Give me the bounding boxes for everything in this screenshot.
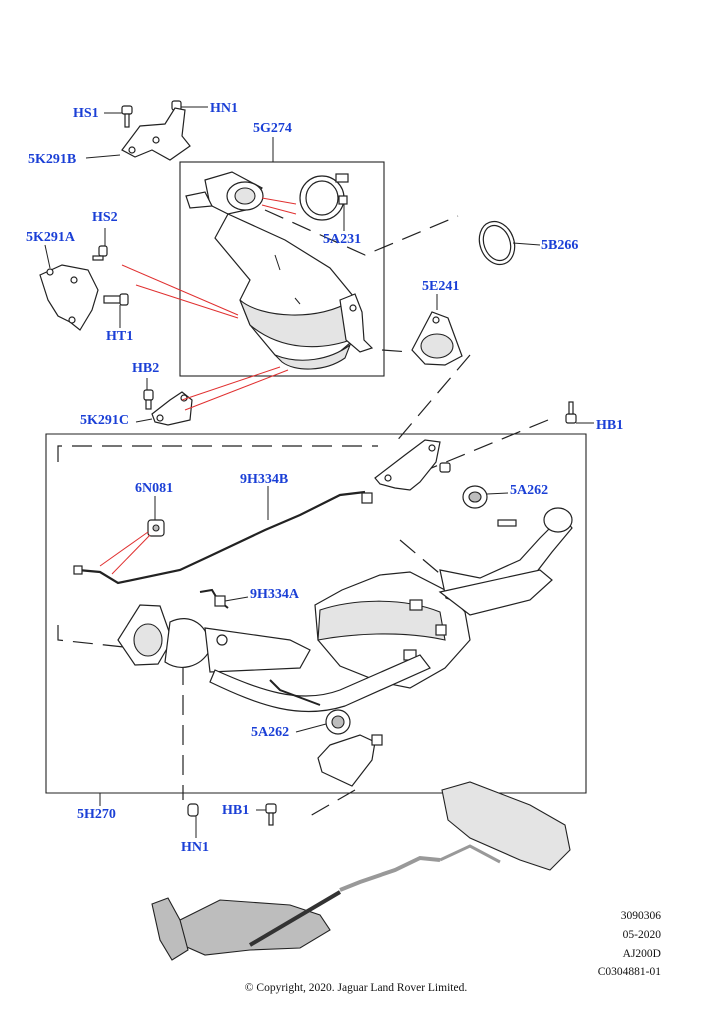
tail-pipe: [209, 507, 573, 713]
clip-6n081: [147, 496, 165, 537]
gasket-5e241: [411, 294, 463, 366]
box-5g274: [179, 161, 385, 377]
callout-9h334b[interactable]: 9H334B: [240, 472, 289, 487]
callout-hb2[interactable]: HB2: [132, 361, 160, 376]
hb1-bolt-top: [565, 401, 594, 424]
callout-ht1[interactable]: HT1: [106, 329, 134, 344]
hb2-bolt: [143, 378, 154, 410]
assembly-line-5a262: [309, 789, 356, 817]
callout-5k291c[interactable]: 5K291C: [80, 413, 129, 428]
main-muffler: [314, 571, 471, 689]
callout-5a262-top[interactable]: 5A262: [510, 483, 549, 498]
insulator-5a262-top: [462, 485, 517, 527]
leader-6n081-a: [99, 531, 149, 567]
reference-number: 3090306: [620, 910, 661, 922]
callout-hn1-top[interactable]: HN1: [210, 101, 238, 116]
assembly-outline-lower: [57, 419, 549, 800]
insulator-5a262-bottom: [295, 709, 383, 787]
callout-9h334a[interactable]: 9H334A: [250, 587, 299, 602]
callout-5b266[interactable]: 5B266: [541, 238, 579, 253]
reference-date: 05-2020: [622, 929, 661, 941]
copyright-notice: © Copyright, 2020. Jaguar Land Rover Lim…: [244, 982, 468, 994]
hanger-bracket: [374, 439, 451, 491]
hs1-bolt: [104, 105, 133, 128]
pipe-9h334b: [73, 486, 373, 585]
box-5h270: [45, 433, 587, 794]
callout-hn1-bottom[interactable]: HN1: [181, 840, 209, 855]
bracket-5k291a: [39, 244, 99, 331]
callout-5k291a[interactable]: 5K291A: [26, 230, 75, 245]
catalytic-converter-5g274: [185, 171, 374, 370]
system-overview-thumbnail: [151, 781, 571, 961]
clamp-5a231: [299, 173, 349, 231]
hn1-nut-bottom: [187, 803, 199, 838]
sensor-9h334a: [199, 588, 249, 609]
callout-5a262-bottom[interactable]: 5A262: [251, 725, 290, 740]
callout-5e241[interactable]: 5E241: [422, 279, 460, 294]
callout-6n081[interactable]: 6N081: [135, 481, 174, 496]
gasket-5b266: [478, 220, 541, 266]
reference-code: C0304881-01: [597, 966, 661, 978]
hs2-bolt: [92, 228, 108, 261]
bracket-5k291c: [135, 391, 193, 426]
callout-5h270[interactable]: 5H270: [77, 807, 116, 822]
leader-6n081-b: [111, 534, 151, 575]
callout-hb1-bottom[interactable]: HB1: [222, 803, 250, 818]
callout-5k291b[interactable]: 5K291B: [28, 152, 77, 167]
hanger-rod: [269, 679, 321, 706]
callout-hs1[interactable]: HS1: [73, 106, 99, 121]
front-pipe-flange: [117, 604, 311, 673]
assembly-line-upper-2: [381, 349, 411, 353]
callout-hb1-top[interactable]: HB1: [596, 418, 624, 433]
bracket-5k291b: [85, 107, 191, 161]
callout-5g274[interactable]: 5G274: [253, 121, 292, 136]
assembly-line-upper-3: [394, 354, 471, 444]
callout-hs2[interactable]: HS2: [92, 210, 118, 225]
hb1-bolt-bottom: [256, 803, 277, 826]
callout-5a231[interactable]: 5A231: [323, 232, 362, 247]
ht1-stud: [103, 293, 129, 328]
assembly-line-upper-1: [264, 209, 459, 256]
reference-model: AJ200D: [622, 948, 661, 960]
leader-lines-upper: [121, 197, 297, 411]
